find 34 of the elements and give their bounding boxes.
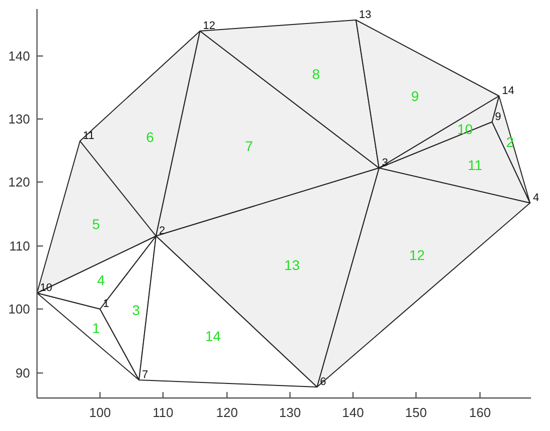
vertex-number: 7 [142,370,148,381]
vertex-number: 13 [359,10,372,21]
tick-label: 130 [279,406,301,419]
tick-label: 110 [152,406,174,419]
vertex-number: 12 [203,21,216,32]
tick-label: 90 [16,366,30,380]
vertex-number: 14 [502,86,514,97]
tick-label: 150 [405,406,427,419]
element-number: 12 [409,248,425,262]
tick-label: 120 [216,406,238,419]
tick-label: 120 [8,176,30,188]
element-number: 5 [92,217,100,231]
tick-label: 100 [8,302,30,316]
tick-label: 140 [342,406,364,419]
element-number: 4 [97,273,105,287]
element-number: 1 [92,321,100,335]
tick-label: 140 [8,50,30,62]
element-number: 3 [132,303,140,317]
element-number: 11 [468,158,482,172]
tick-label: 130 [8,112,30,126]
element-number: 6 [146,130,154,144]
element-number: 14 [205,329,221,343]
tick-label: 100 [89,406,111,419]
element-number: 7 [245,139,253,153]
tick-label: 110 [9,240,30,252]
tick-label: 160 [469,406,491,419]
vertex-number: 1 [103,299,110,310]
vertex-number: 11 [83,131,94,142]
element-number: 8 [312,67,320,81]
element-number: 9 [411,89,419,103]
element-number: 13 [284,258,300,272]
vertex-number: 4 [533,193,540,204]
element-number: 10 [457,122,473,136]
vertex-number: 9 [495,112,502,123]
